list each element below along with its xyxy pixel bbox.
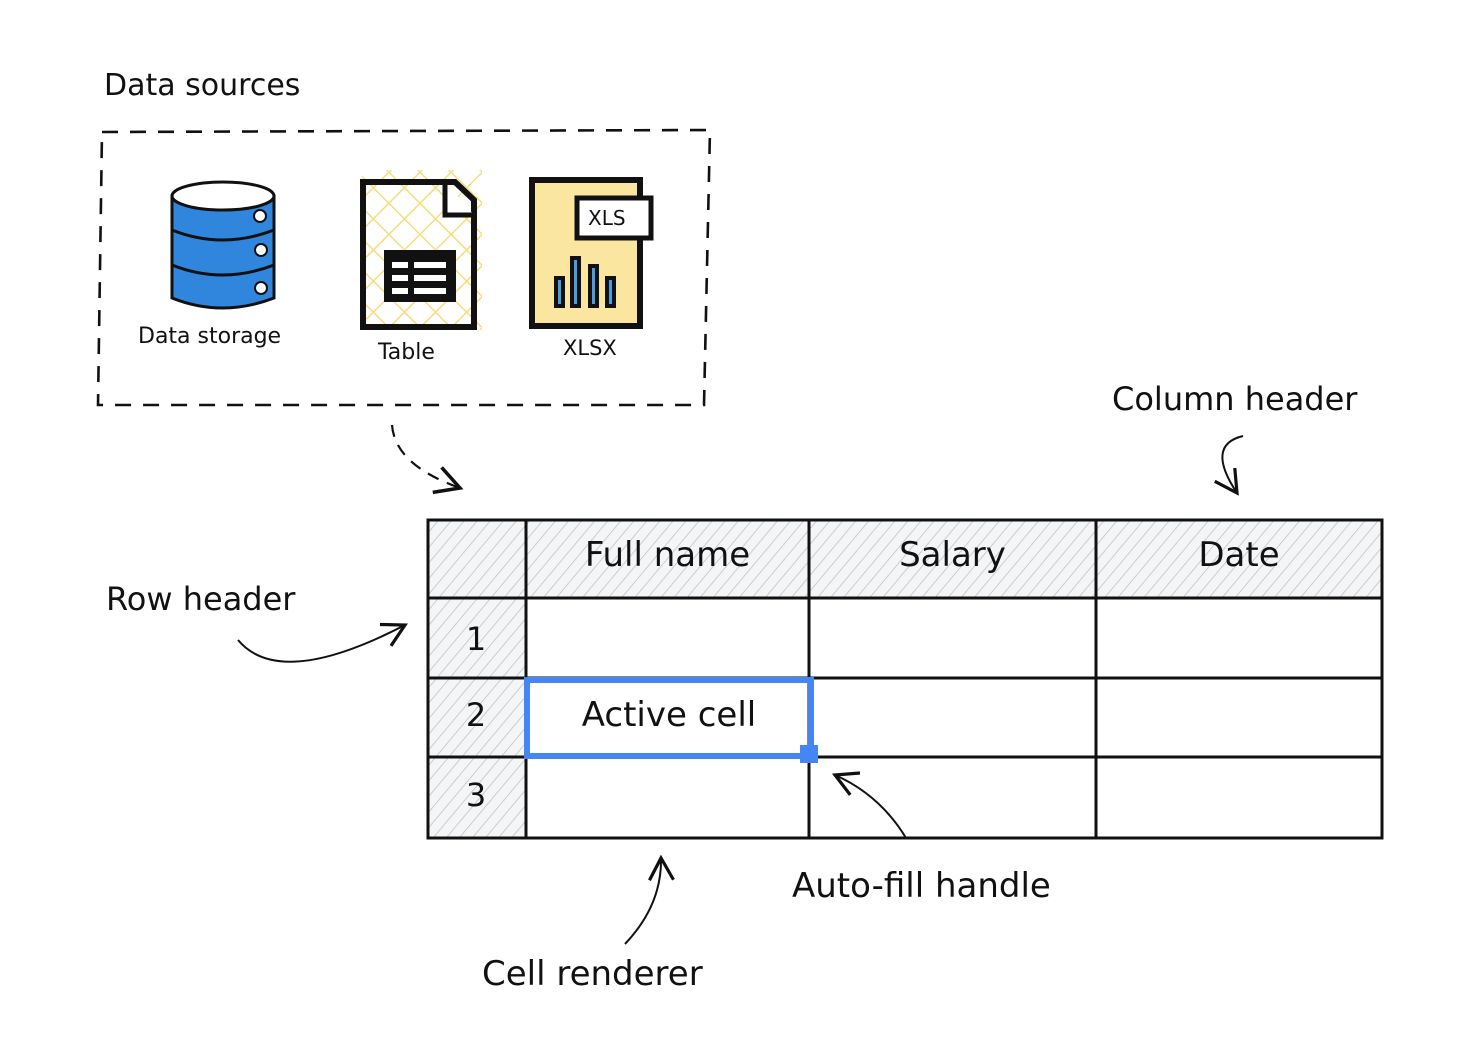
sources-group-border	[96, 128, 712, 407]
source-label-table: Table	[378, 340, 435, 365]
cell-renderer-arrow	[624, 854, 675, 945]
flow-arrow	[390, 424, 464, 495]
annotation-auto-fill-handle: Auto-fill handle	[792, 866, 1051, 906]
xlsx-file-icon	[529, 177, 654, 329]
annotation-column-header: Column header	[1112, 380, 1358, 418]
active-cell[interactable]: Active cell	[581, 695, 757, 735]
auto-fill-arrow	[831, 771, 907, 839]
column-header-row	[428, 520, 1382, 598]
table-file-icon	[360, 170, 482, 330]
active-cell-border	[524, 677, 814, 759]
source-label-data-storage: Data storage	[138, 324, 282, 349]
source-label-xlsx: XLSX	[563, 336, 617, 360]
auto-fill-handle	[800, 745, 818, 763]
column-header-full-name[interactable]: Full name	[584, 535, 751, 575]
row-header-2[interactable]: 2	[465, 696, 487, 734]
row-header-3[interactable]: 3	[465, 776, 487, 814]
column-header-arrow	[1214, 435, 1244, 496]
row-header-1[interactable]: 1	[465, 620, 487, 658]
annotation-row-header: Row header	[106, 580, 296, 618]
column-header-date[interactable]: Date	[1198, 535, 1280, 575]
column-header-salary[interactable]: Salary	[899, 535, 1006, 575]
xls-badge: XLS	[588, 206, 626, 230]
data-sources-title: Data sources	[104, 68, 301, 103]
database-icon	[170, 180, 276, 310]
annotation-cell-renderer: Cell renderer	[482, 954, 703, 994]
row-header-arrow	[237, 622, 408, 663]
